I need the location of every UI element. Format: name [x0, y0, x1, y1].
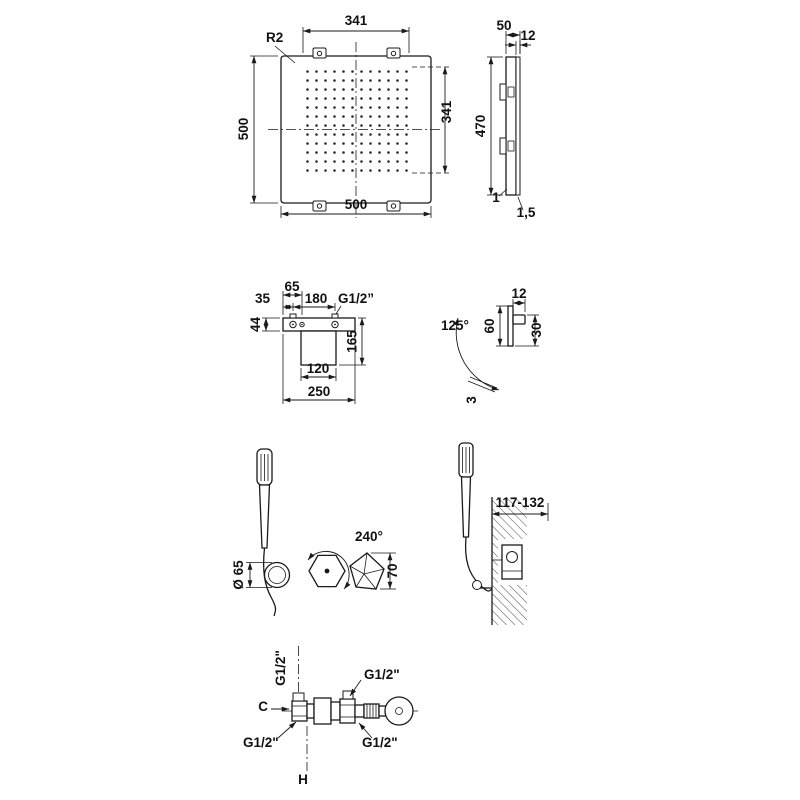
dim-250: 250	[308, 384, 331, 399]
dim-frame-height: 470	[473, 115, 488, 138]
view-showerhead-top: 341 341 500 500 R2	[236, 13, 454, 218]
label-thread-right: G1/2"	[364, 667, 400, 682]
label-thread: G1/2”	[338, 291, 374, 306]
dim-plate-height: 500	[236, 118, 251, 141]
view-body-side: 65 35 180 G1/2” 44 165 120 250	[248, 279, 374, 404]
view-mixer: G1/2" G1/2" C G1/2" G1/2" H	[243, 646, 420, 787]
face-plate-profile	[515, 56, 521, 196]
swivel-arc-240	[307, 550, 351, 590]
view-showerhead-side: 50 12 470 1 1,5	[473, 18, 536, 220]
radius-leader	[274, 45, 296, 64]
dim-70: 70	[385, 563, 400, 578]
dim-spout-3: 3	[464, 396, 479, 404]
label-thread-bottom-right: G1/2"	[362, 735, 398, 750]
dim-165: 165	[345, 330, 360, 353]
spout-profile	[512, 314, 526, 325]
clip-upper	[499, 83, 507, 101]
dim-44: 44	[248, 317, 263, 333]
knob-top-view	[349, 552, 385, 590]
dim-swivel-240: 240°	[355, 529, 383, 544]
mounting-tabs	[312, 47, 401, 212]
dim-65: 65	[284, 279, 300, 294]
wall-holder	[472, 580, 482, 590]
dim-depth: 50	[496, 18, 511, 33]
swivel-arc	[453, 317, 500, 391]
dim-spout-12: 12	[511, 286, 526, 301]
dim-nozzle-height: 341	[439, 100, 454, 123]
view-spout-swivel: 12 30 60 125° 3	[441, 286, 544, 404]
dim-edge: 1	[492, 190, 500, 205]
mixer-knob	[384, 696, 414, 726]
mixer-body	[291, 690, 414, 726]
clip-lower	[499, 137, 507, 155]
label-thread-bottom-left: G1/2"	[243, 735, 279, 750]
dim-gap: 1,5	[517, 205, 536, 220]
frame-profile	[505, 56, 517, 196]
label-corner-radius: R2	[266, 30, 283, 45]
dim-flange: 12	[520, 28, 535, 43]
dim-35: 35	[255, 291, 271, 306]
label-thread-top: G1/2"	[273, 650, 288, 686]
hand-shower-left	[256, 448, 291, 617]
dim-spout-30: 30	[529, 322, 544, 337]
wall-plate	[507, 305, 514, 347]
dim-plate-width: 500	[345, 197, 368, 212]
view-hand-shower: Ø 65 240° 70 117-132	[231, 442, 549, 625]
hand-shower-right	[458, 442, 493, 592]
hose	[262, 547, 277, 617]
label-hot: H	[298, 772, 308, 787]
label-cold: C	[258, 699, 268, 714]
body-plate	[300, 330, 337, 366]
dim-depth-range: 117-132	[496, 495, 545, 510]
dim-swivel-angle: 125°	[441, 318, 469, 333]
dim-holder-diameter: Ø 65	[231, 560, 246, 590]
dim-spout-60: 60	[482, 318, 497, 333]
dim-180: 180	[305, 291, 328, 306]
dim-120: 120	[307, 361, 330, 376]
dim-nozzle-width: 341	[345, 13, 368, 28]
